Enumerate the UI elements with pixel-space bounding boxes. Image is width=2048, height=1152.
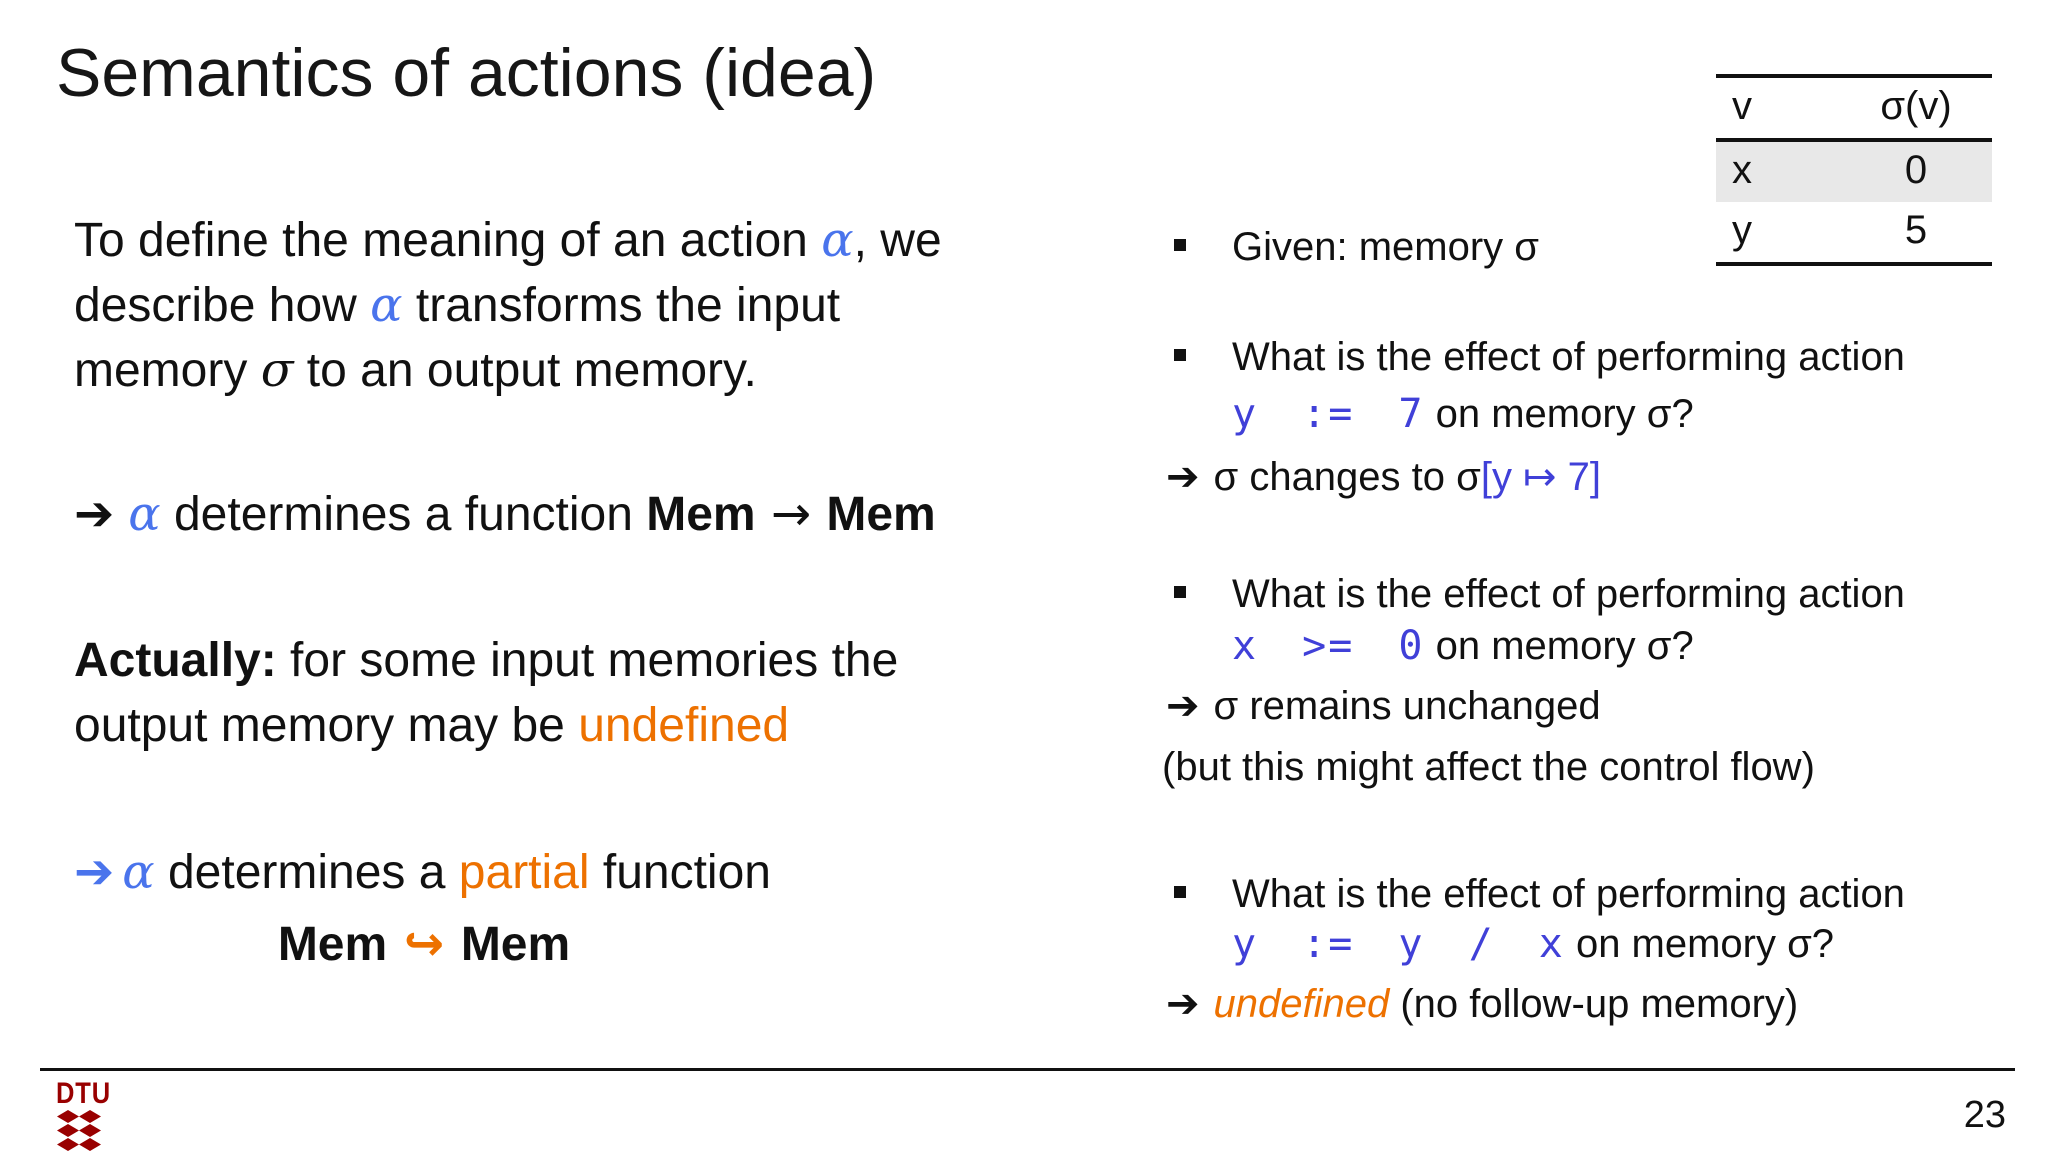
answer-text: σ remains unchanged bbox=[1213, 684, 1601, 728]
note-text: (but this might affect the control flow) bbox=[1162, 745, 1815, 789]
question-text: on memory σ? bbox=[1424, 392, 1694, 436]
cell-variable: y bbox=[1732, 208, 1752, 252]
mem-partial-mem-line: Mem ↪ Mem bbox=[74, 912, 774, 977]
action-code: y := 7 bbox=[1232, 391, 1425, 437]
table-top-border bbox=[1716, 74, 1992, 78]
table-header-row: v σ(v) bbox=[1716, 78, 1992, 138]
conclusion-text: determines a bbox=[154, 846, 459, 899]
hook-arrow-symbol: ↪ bbox=[387, 916, 461, 972]
action-code: x >= 0 bbox=[1232, 623, 1425, 669]
dtu-logo-text: DTU bbox=[56, 1077, 111, 1110]
arrow-icon: ➔ bbox=[74, 486, 115, 542]
question-text: What is the effect of performing action bbox=[1232, 872, 1905, 916]
arrow-icon: ➔ bbox=[1166, 454, 1200, 500]
cell-value: 5 bbox=[1904, 208, 1928, 252]
intro-text: transforms the input bbox=[402, 279, 841, 332]
cell-value: 0 bbox=[1904, 148, 1928, 192]
alpha-symbol: α bbox=[370, 277, 403, 333]
conclusion-text: function bbox=[589, 846, 771, 899]
question-text: What is the effect of performing action bbox=[1232, 572, 1905, 616]
column-header-sigma-v: σ(v) bbox=[1880, 84, 1952, 128]
footer-divider bbox=[40, 1068, 2015, 1071]
table-row: x 0 bbox=[1716, 142, 1992, 202]
square-bullet-icon bbox=[1174, 239, 1186, 251]
right-arrow-symbol: → bbox=[755, 486, 827, 542]
square-bullet-icon bbox=[1174, 586, 1186, 598]
mem-set: Mem bbox=[646, 488, 756, 541]
actually-text: output memory may be bbox=[74, 699, 579, 752]
answer-text: (no follow-up memory) bbox=[1389, 982, 1799, 1026]
question-text: on memory σ? bbox=[1564, 922, 1835, 966]
answer3-line: ➔ undefined (no follow-up memory) bbox=[1162, 978, 2048, 1030]
page-title: Semantics of actions (idea) bbox=[56, 35, 877, 111]
question1-line1: What is the effect of performing action bbox=[1162, 331, 2048, 383]
question2-line1: What is the effect of performing action bbox=[1162, 568, 2048, 620]
intro-text: describe how bbox=[74, 279, 371, 332]
arrow-icon: ➔ bbox=[74, 844, 115, 900]
question1-line2: y := 7 on memory σ? bbox=[1162, 388, 2048, 440]
undefined-word: undefined bbox=[1213, 982, 1390, 1026]
square-bullet-icon bbox=[1174, 349, 1186, 361]
conclusion-text: determines a function bbox=[160, 488, 647, 541]
answer2-line: ➔ σ remains unchanged bbox=[1162, 680, 2048, 732]
mem-set: Mem bbox=[277, 918, 388, 971]
partial-function-conclusion-line: ➔α determines a partial function bbox=[74, 840, 771, 905]
actually-label: Actually: bbox=[74, 634, 277, 687]
function-conclusion-line: ➔α determines a function Mem → Mem bbox=[74, 482, 936, 547]
mem-set: Mem bbox=[460, 918, 571, 971]
mem-set: Mem bbox=[826, 488, 936, 541]
page-number: 23 bbox=[1963, 1094, 2006, 1136]
table-bottom-border bbox=[1716, 262, 1992, 266]
intro-text: to an output memory. bbox=[293, 344, 757, 397]
code-wrap: x >= 0 on memory σ? bbox=[1232, 623, 1694, 669]
question-text: What is the effect of performing action bbox=[1232, 335, 1905, 379]
dtu-logo: DTU bbox=[56, 1077, 116, 1152]
table-header-border bbox=[1716, 138, 1992, 142]
action-code: y := y / x bbox=[1232, 921, 1565, 967]
alpha-symbol: α bbox=[128, 486, 161, 542]
cell-variable: x bbox=[1732, 148, 1752, 192]
arrow-icon: ➔ bbox=[1166, 981, 1200, 1027]
given-text: Given: memory σ bbox=[1232, 225, 1539, 269]
intro-text: , we bbox=[853, 214, 942, 267]
actually-paragraph: Actually: for some input memories the ou… bbox=[74, 628, 898, 758]
code-wrap: y := 7 on memory σ? bbox=[1232, 391, 1694, 437]
question2-line2: x >= 0 on memory σ? bbox=[1162, 620, 2048, 672]
code-wrap: y := y / x on memory σ? bbox=[1232, 921, 1835, 967]
column-header-v: v bbox=[1732, 84, 1752, 128]
arrow-icon: ➔ bbox=[1166, 683, 1200, 729]
question3-line1: What is the effect of performing action bbox=[1162, 868, 2048, 920]
memory-table: v σ(v) x 0 y 5 bbox=[1716, 74, 1992, 266]
intro-text: To define the meaning of an action bbox=[74, 214, 822, 267]
undefined-word: undefined bbox=[578, 699, 790, 752]
dtu-waves-icon bbox=[57, 1110, 101, 1151]
alpha-symbol: α bbox=[122, 844, 155, 900]
question3-line2: y := y / x on memory σ? bbox=[1162, 918, 2048, 970]
question-text: on memory σ? bbox=[1424, 624, 1694, 668]
answer-text: σ changes to σ bbox=[1213, 455, 1481, 499]
answer2-note: (but this might affect the control flow) bbox=[1162, 741, 2048, 793]
sigma-symbol: σ bbox=[260, 342, 294, 398]
alpha-symbol: α bbox=[821, 212, 854, 268]
actually-text: for some input memories the bbox=[276, 634, 899, 687]
table-row: y 5 bbox=[1716, 202, 1992, 262]
square-bullet-icon bbox=[1174, 886, 1186, 898]
answer1-line: ➔ σ changes to σ[y ↦ 7] bbox=[1162, 451, 2048, 503]
given-bullet-line: Given: memory σ bbox=[1162, 221, 2048, 273]
intro-paragraph: To define the meaning of an action α, we… bbox=[74, 208, 942, 403]
memory-update-expression: [y ↦ 7] bbox=[1480, 455, 1602, 499]
partial-word: partial bbox=[458, 846, 590, 899]
intro-text: memory bbox=[74, 344, 261, 397]
